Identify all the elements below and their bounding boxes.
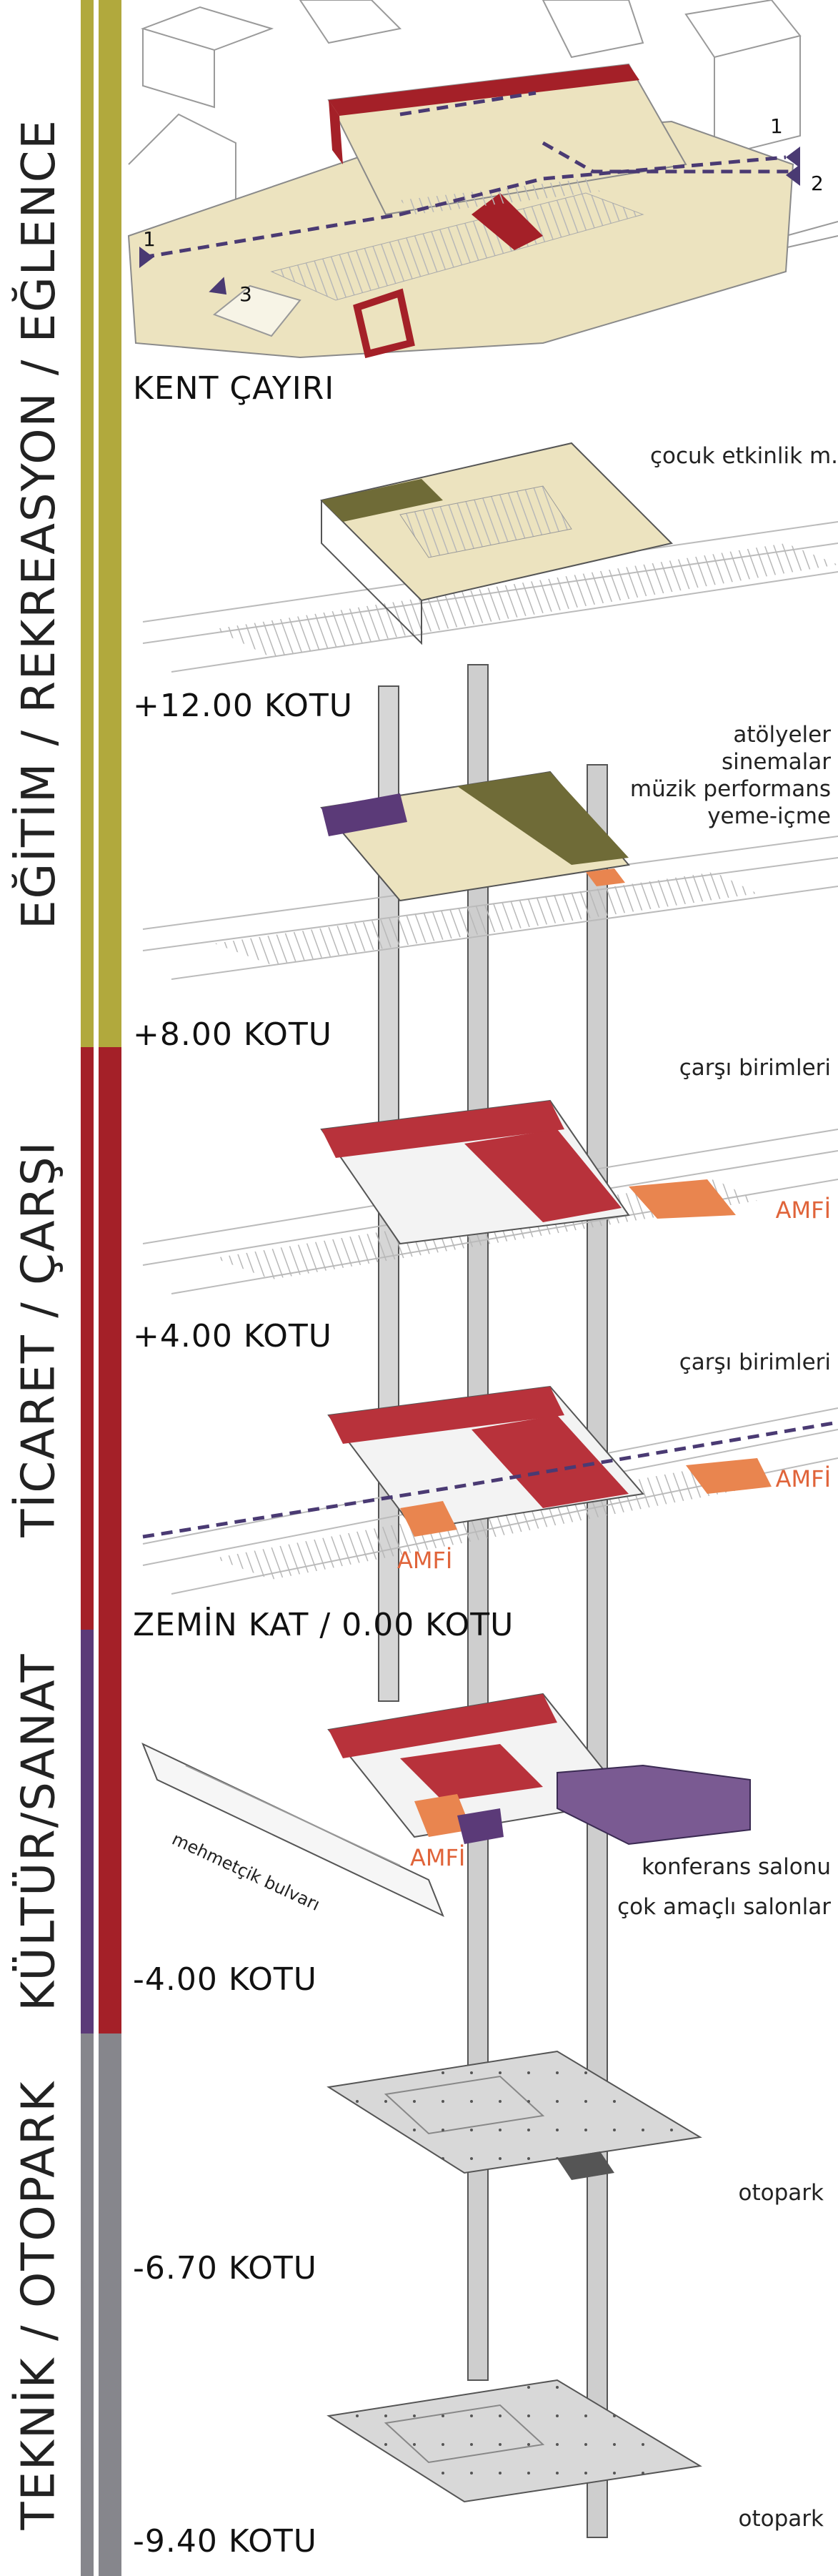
- amfi-label-plus4: AMFİ: [775, 1197, 831, 1224]
- note-sinemalar: sinemalar: [721, 749, 831, 775]
- path-number-1-left: 1: [143, 227, 156, 251]
- plate-level-plus12: [142, 442, 838, 673]
- amfi-label-ground-left: AMFİ: [397, 1547, 453, 1574]
- band-culture-outer: [81, 1630, 94, 2033]
- note-otopark-minus9-40: otopark: [738, 2506, 824, 2532]
- band-technical-outer: [81, 2033, 94, 2576]
- note-cocuk-etkinlik: çocuk etkinlik m.: [649, 443, 838, 469]
- path-arrowheads: [139, 147, 800, 295]
- plate-level-plus8: [142, 771, 838, 980]
- path-number-1-right: 1: [770, 114, 783, 138]
- band-education-outer: [81, 0, 94, 1047]
- plate-level-plus4: [142, 1099, 838, 1294]
- level-label-ground: ZEMİN KAT / 0.00 KOTU: [133, 1607, 514, 1643]
- amfi-label-ground-right: AMFİ: [775, 1465, 831, 1492]
- note-cok-amacli-salonlar: çok amaçlı salonlar: [617, 1894, 831, 1920]
- note-konferans-salonu: konferans salonu: [642, 1854, 831, 1880]
- path-number-2: 2: [811, 172, 824, 195]
- band-education-inner: [99, 0, 121, 1047]
- band-commerce-outer: [81, 1047, 94, 1630]
- amfi-label-minus4: AMFİ: [410, 1844, 466, 1871]
- circulation-paths-top: [142, 91, 793, 259]
- note-carsi-birimleri-ground: çarşı birimleri: [679, 1349, 831, 1375]
- kent-cayiri-meadow: [127, 63, 794, 359]
- plate-level-ground: [142, 1385, 838, 1595]
- level-label-plus8: +8.00 KOTU: [133, 1016, 332, 1053]
- level-label-minus4: -4.00 KOTU: [133, 1961, 317, 1998]
- note-carsi-birimleri-plus4: çarşı birimleri: [679, 1055, 831, 1081]
- band-technical-inner: [99, 2033, 121, 2576]
- level-label-plus4: +4.00 KOTU: [133, 1318, 332, 1354]
- level-label-minus9-40: -9.40 KOTU: [133, 2523, 317, 2560]
- note-otopark-minus6-70: otopark: [738, 2180, 824, 2206]
- plate-level-minus9-40: [326, 2379, 702, 2503]
- note-atolyeler: atölyeler: [733, 722, 831, 748]
- plate-level-minus6-70: [326, 2050, 702, 2180]
- path-number-3: 3: [239, 282, 252, 306]
- level-label-plus12: +12.00 KOTU: [133, 688, 353, 724]
- level-label-minus6-70: -6.70 KOTU: [133, 2250, 317, 2287]
- level-label-kent-cayiri: KENT ÇAYIRI: [133, 370, 335, 407]
- note-muzik-performans: müzik performans: [629, 776, 831, 802]
- band-commerce-inner: [99, 1047, 121, 2033]
- note-yeme-icme: yeme-içme: [707, 803, 831, 829]
- plate-level-minus4: [141, 1693, 751, 1917]
